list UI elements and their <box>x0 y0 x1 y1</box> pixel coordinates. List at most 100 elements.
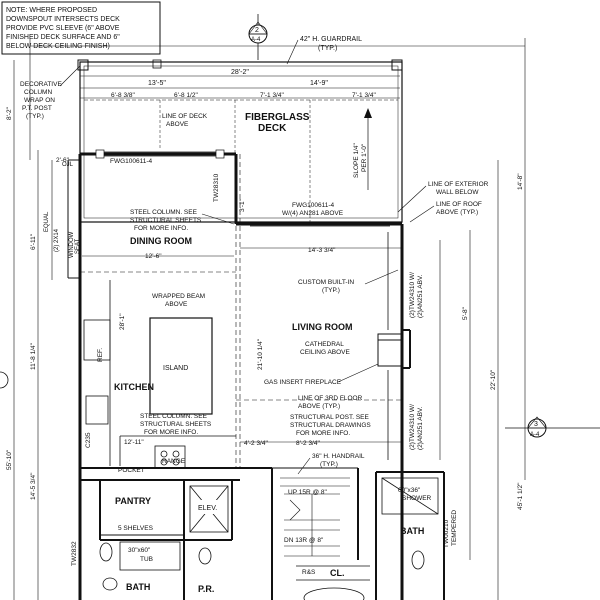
bath-right-fixtures <box>381 477 439 570</box>
guardrail-label: (TYP.) <box>318 45 337 52</box>
section-number: 3 <box>534 421 538 428</box>
dim-label: 45'-1 1/2" <box>517 482 524 510</box>
stair-dn-label: DN 13R @ 8" <box>284 537 324 544</box>
dim-label: 13'-5" <box>148 80 166 87</box>
ext-wall-label: WALL BELOW <box>436 189 479 196</box>
note-line: PROVIDE PVC SLEEVE (6" ABOVE <box>6 25 120 32</box>
deck-outline <box>77 59 403 223</box>
dim-label: 6'-11" <box>30 233 37 250</box>
note-line: NOTE: WHERE PROPOSED <box>6 7 97 14</box>
struct-post-label: STRUCTURAL DRAWINGS <box>290 422 371 429</box>
steel-column-label: STEEL COLUMN. SEE <box>140 413 208 420</box>
kitchen-counters <box>83 280 236 469</box>
wrapped-beam-label: ABOVE <box>165 301 188 308</box>
ext-wall-label: LINE OF EXTERIOR <box>428 181 489 188</box>
section-sheet: A-4 <box>251 37 261 43</box>
dim-label: 55'-10" <box>6 449 13 470</box>
section-number: 2 <box>255 27 259 34</box>
dim-label: 2'-6" <box>56 157 70 164</box>
pocket-label: POCKET <box>118 467 145 474</box>
closet <box>296 565 370 600</box>
dim-label: 8'-2" <box>6 106 13 120</box>
note-line: BELOW DECK CEILING FINISH) <box>6 43 110 50</box>
fireplace <box>377 333 403 367</box>
guardrail-label: 42" H. GUARDRAIL <box>300 36 362 43</box>
dim-label: 14'-5 3/4" <box>30 472 37 500</box>
dim-label: 28'-1" <box>119 313 126 330</box>
decorative-column-label: (TYP.) <box>26 113 44 120</box>
stairs <box>280 477 350 557</box>
dim-label: 5'-8" <box>462 306 469 320</box>
bath-left-fixtures <box>99 541 212 591</box>
window-tag: TW00210 <box>443 519 450 548</box>
window-tag: TW2832 <box>71 541 78 566</box>
custom-builtin-label: (TYP.) <box>322 287 340 294</box>
tub-label: TUB <box>140 556 153 563</box>
window-tag: W/(4) AN281 ABOVE <box>282 210 344 217</box>
ref-label: REF. <box>97 348 104 362</box>
handrail-label: 36" H. HANDRAIL <box>312 453 365 460</box>
window-tag: FWG100611-4 <box>292 202 335 209</box>
window-seat-label: WINDOW <box>69 231 75 258</box>
fireplace-label: GAS INSERT FIREPLACE <box>264 379 342 386</box>
dim-label: 12'-11" <box>124 439 144 446</box>
dim-label: 12'-6" <box>145 253 162 260</box>
steel-column-label: FOR MORE INFO. <box>144 429 198 436</box>
window-tag: FWG100611-4 <box>110 158 153 165</box>
cathedral-label: CATHEDRAL <box>305 341 344 348</box>
room-label-deck: FIBERGLASS <box>245 112 310 123</box>
top-dimensions <box>29 38 526 480</box>
note-line: DOWNSPOUT INTERSECTS DECK <box>6 16 120 23</box>
joist-label: (2) 2X14 <box>54 228 60 252</box>
third-floor-label: ABOVE (TYP.) <box>298 403 340 410</box>
window-tag: (2)AN251 ABV. <box>417 406 424 450</box>
dim-label: 6'-8 3/8" <box>111 92 135 99</box>
section-marker-2: 2 A-4 <box>248 14 268 60</box>
left-dimensions <box>13 60 53 600</box>
dim-label: 6'-8 1/2" <box>174 92 198 99</box>
ojl-label: OJL <box>62 162 74 168</box>
dim-label: 22'-10" <box>490 369 497 390</box>
dim-label: 21'-10 1/4" <box>257 338 264 370</box>
section-marker-3: 3 A-4 <box>505 416 600 438</box>
section-sheet: A-4 <box>530 432 540 438</box>
room-label-kitchen: KITCHEN <box>114 382 154 392</box>
room-label-pr: P.R. <box>198 584 214 594</box>
beam-lines <box>80 154 402 468</box>
room-label-island: ISLAND <box>163 365 188 372</box>
decorative-column-label: DECORATIVE <box>20 81 62 88</box>
room-label-dining: DINING ROOM <box>130 236 192 246</box>
shelves-label: 5 SHELVES <box>118 525 154 532</box>
struct-post-label: FOR MORE INFO. <box>296 430 350 437</box>
steel-column-label: FOR MORE INFO. <box>134 225 188 232</box>
slope-arrow <box>364 108 372 190</box>
dim-label: 11'-8 1/4" <box>30 342 37 370</box>
dim-label: 14'-8" <box>517 173 524 190</box>
room-label-bath-left: BATH <box>126 582 150 592</box>
c235-label: C235 <box>85 432 92 448</box>
slope-label: PER 1'-0" <box>361 143 368 172</box>
roof-line-label: LINE OF ROOF <box>436 201 482 208</box>
dim-label: 8'-2 3/4" <box>296 440 320 447</box>
tub-label: 30"x60" <box>128 547 151 554</box>
note-box: NOTE: WHERE PROPOSED DOWNSPOUT INTERSECT… <box>1 1 161 55</box>
dim-label: 3'-1" <box>239 198 246 212</box>
handrail-label: (TYP.) <box>320 461 338 468</box>
window-seat-label: SEAT <box>75 238 81 254</box>
dim-label: 14'-3 3/4" <box>308 247 336 254</box>
dim-label: 4'-2 3/4" <box>244 440 268 447</box>
equal-label: EQUAL <box>44 211 50 232</box>
shower-label: 60"x36" <box>398 487 421 494</box>
window-tag: (2)TW24310 W/ <box>409 272 416 318</box>
steel-column-label: STEEL COLUMN. SEE <box>130 209 198 216</box>
window-dining-top <box>95 149 225 159</box>
dim-label: 7'-1 3/4" <box>352 92 376 99</box>
wrapped-beam-label: WRAPPED BEAM <box>152 293 205 300</box>
room-label-pantry: PANTRY <box>115 496 151 506</box>
stair-up-label: UP 15R @ 8" <box>288 489 327 496</box>
window-living-top <box>250 221 390 227</box>
cathedral-label: CEILING ABOVE <box>300 349 351 356</box>
range-label: RANGE <box>162 458 186 465</box>
steel-column-label: STRUCTURAL SHEETS <box>140 421 212 428</box>
